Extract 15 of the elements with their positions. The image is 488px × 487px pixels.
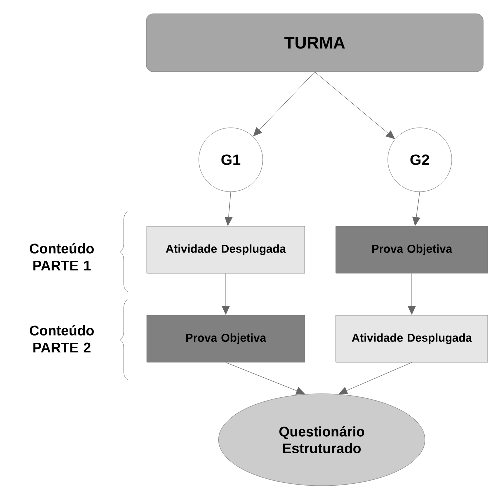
arrow	[412, 192, 420, 226]
activity-box: Prova Objetiva	[146, 315, 306, 363]
activity-box: Atividade Desplugada	[336, 315, 488, 363]
arrow	[224, 192, 233, 226]
activity-box: Atividade Desplugada	[146, 226, 306, 274]
arrow	[222, 273, 230, 315]
arrow	[226, 362, 306, 395]
arrow	[338, 362, 412, 395]
arrow	[253, 72, 316, 137]
arrow	[314, 72, 396, 140]
section-label: Conteúdo PARTE 2	[30, 325, 94, 353]
activity-box: Prova Objetiva	[336, 226, 488, 274]
arrow	[408, 273, 416, 315]
section-label: Conteúdo PARTE 1	[30, 243, 94, 271]
title-box: TURMA	[146, 14, 484, 72]
